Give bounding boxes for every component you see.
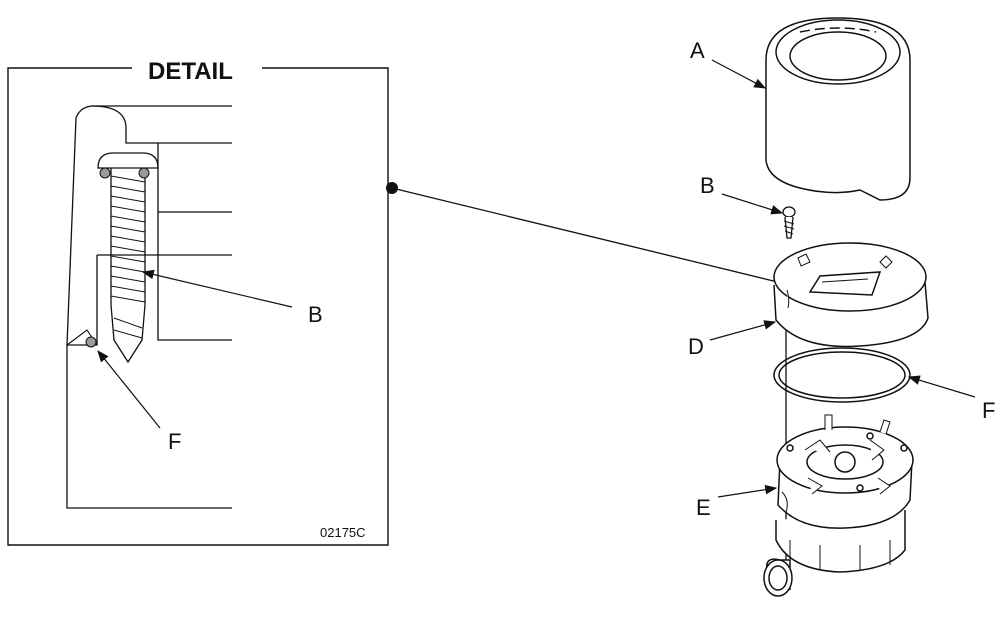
screw-b [782, 206, 796, 239]
detail-panel [7, 67, 389, 546]
register-cap-d [773, 242, 929, 348]
label-f: F [982, 398, 995, 423]
cover-a [765, 17, 911, 201]
leader-a [711, 59, 767, 89]
detail-callout-line [391, 187, 791, 286]
leader-b [721, 193, 784, 215]
detail-f-leader [97, 350, 161, 429]
detail-label-f: F [168, 429, 181, 454]
meter-body-e [763, 414, 914, 597]
detail-frame [7, 67, 389, 546]
leader-f [907, 375, 976, 398]
leader-d [709, 320, 777, 341]
label-d: D [688, 334, 704, 359]
detail-b-leader [141, 269, 293, 308]
o-ring-f [773, 347, 911, 403]
leader-e [717, 484, 778, 498]
label-b: B [700, 173, 715, 198]
detail-label-b: B [308, 302, 323, 327]
label-e: E [696, 495, 711, 520]
detail-title: DETAIL [148, 58, 233, 85]
figure-code: 02175C [320, 525, 366, 540]
label-a: A [690, 38, 705, 63]
detail-cross-section [66, 105, 232, 509]
